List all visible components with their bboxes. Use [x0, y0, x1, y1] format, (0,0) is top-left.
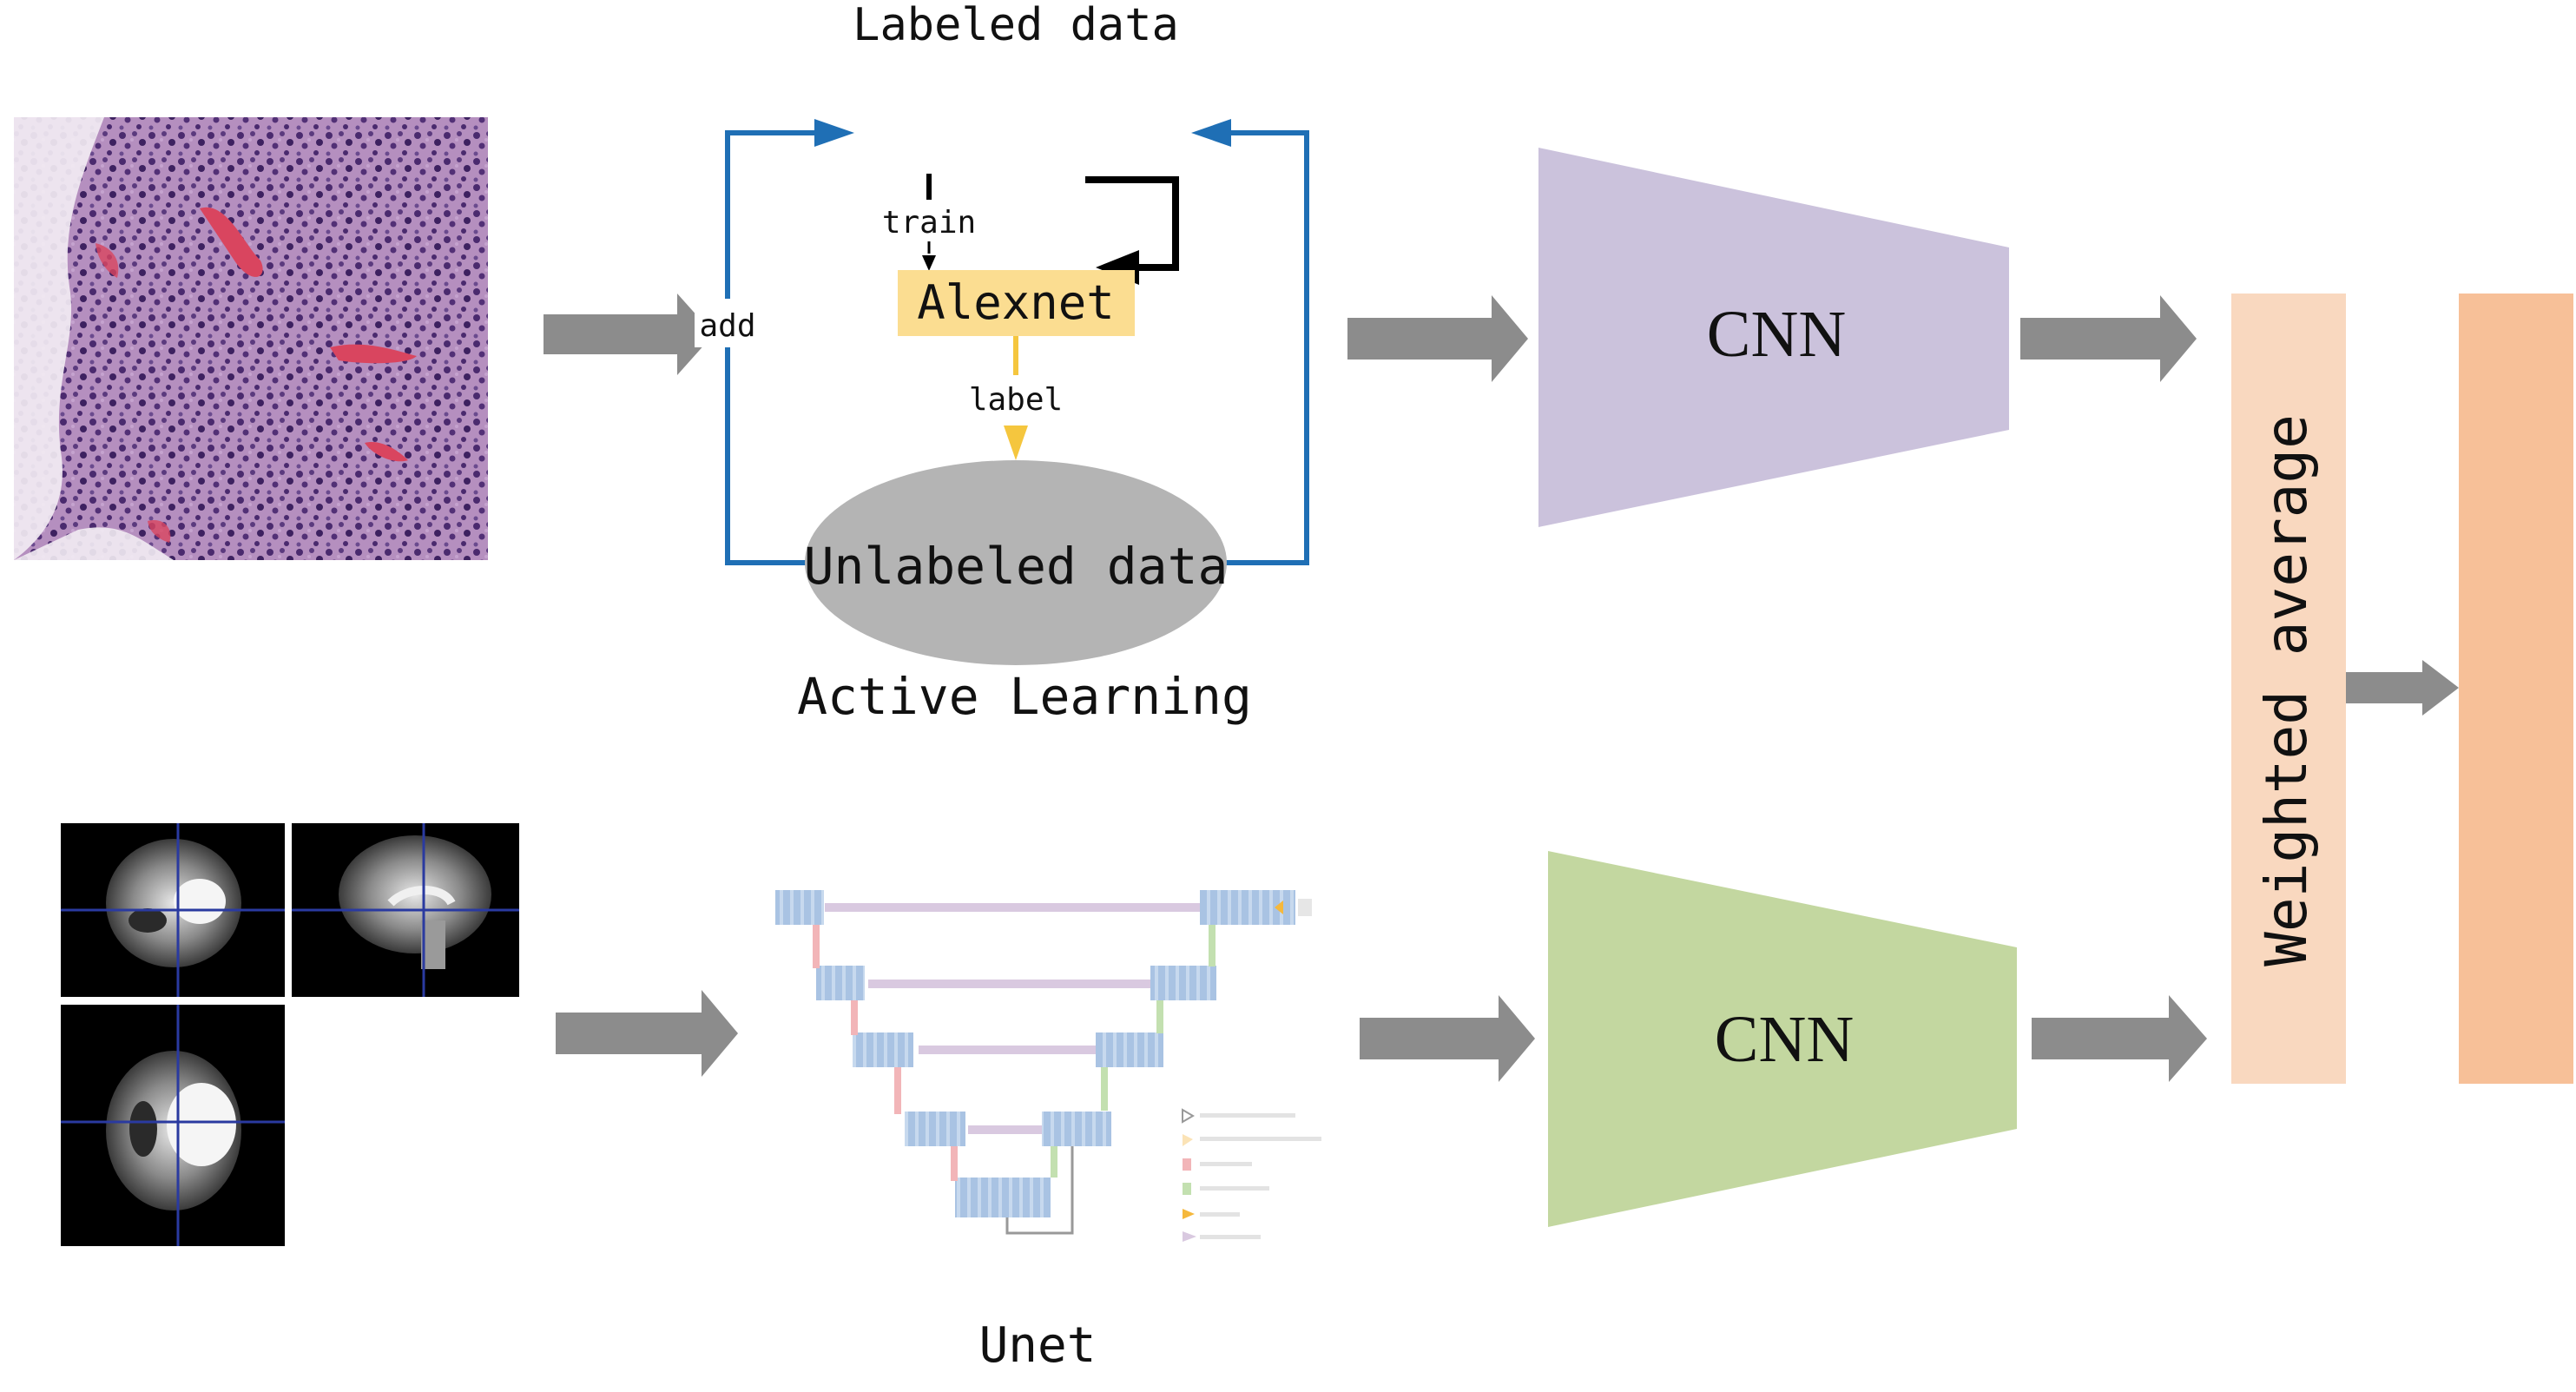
- cnn-bottom-label: CNN: [1715, 1003, 1854, 1076]
- cnn-bottom-trapezoid: [1548, 851, 2017, 1227]
- flow-arrow-histology: [544, 294, 714, 375]
- labeled-data-label: Labeled data: [853, 0, 1179, 51]
- label-edge-label: label: [969, 382, 1063, 418]
- weighted-average-bar: [2231, 294, 2346, 1084]
- flow-arrow-cnn-bottom-to-weighted: [2032, 995, 2207, 1082]
- active-learning-loop: [695, 119, 1309, 665]
- train-label: train: [882, 205, 976, 241]
- add-label: add: [699, 308, 755, 344]
- mri-image: [61, 823, 519, 1246]
- alexnet-box: [898, 270, 1135, 336]
- flow-arrow-mri: [556, 990, 738, 1077]
- unlabeled-data-ellipse: [805, 460, 1227, 665]
- flow-arrow-weighted-to-output: [2346, 660, 2459, 716]
- alexnet-label: Alexnet: [917, 275, 1115, 330]
- output-bar: [2459, 294, 2573, 1084]
- active-learning-label: Active Learning: [797, 667, 1252, 726]
- cnn-top-trapezoid: [1538, 148, 2009, 527]
- flow-arrow-to-cnn-bottom: [1360, 995, 1535, 1082]
- unlabeled-data-label: Unlabeled data: [804, 537, 1229, 596]
- unet-diagram: [775, 890, 1321, 1242]
- weighted-average-label: Weighted average: [2253, 414, 2320, 966]
- histology-image: [14, 117, 488, 560]
- cnn-top-label: CNN: [1707, 298, 1846, 371]
- flow-arrow-cnn-top-to-weighted: [2020, 295, 2197, 382]
- flow-arrow-to-cnn-top: [1347, 295, 1528, 382]
- unet-label: Unet: [979, 1317, 1097, 1374]
- unet-legend: [1182, 1108, 1321, 1242]
